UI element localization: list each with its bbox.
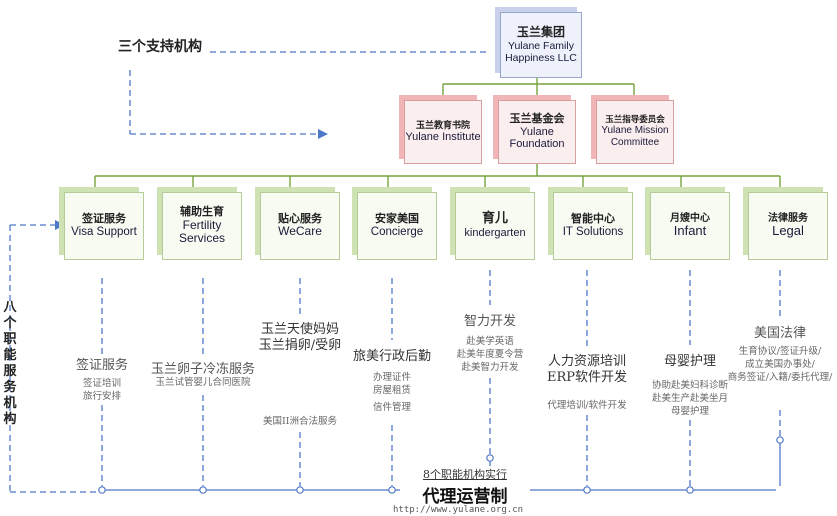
legal-detail-sub: 生育协议/签证升级/ 成立美国办事处/ 商务签证/入籍/委托代理/ [727, 346, 833, 383]
it-detail-title: 人力资源培训 ERP软件开发 [546, 354, 628, 385]
legal-detail-title: 美国法律 [753, 326, 806, 341]
node-concierge: 安家美国 Concierge [357, 192, 437, 260]
node-label-en: Infant [673, 223, 707, 239]
node-infant: 月嫂中心 Infant [650, 192, 730, 260]
node-label-zh: 玉兰基金会 [509, 112, 565, 126]
node-label-zh: 月嫂中心 [670, 212, 710, 224]
node-yulane-institute: 玉兰教育书院 Yulane Institute [404, 100, 482, 164]
node-label-zh: 安家美国 [375, 212, 419, 226]
visa-detail-title: 签证服务 [75, 358, 128, 373]
kindergarten-detail-title: 智力开发 [463, 314, 516, 329]
node-label-zh: 贴心服务 [278, 211, 322, 225]
node-label-en: Yulane Institute [405, 130, 481, 143]
node-it-solutions: 智能中心 IT Solutions [553, 192, 633, 260]
node-label-en: Legal [772, 223, 804, 239]
node-label-zh: 育儿 [481, 211, 508, 227]
it-detail-sub: 代理培训/软件开发 [547, 400, 627, 411]
node-label-en: Concierge [370, 225, 424, 238]
node-label-en: Fertility Services [178, 217, 225, 246]
node-legal: 法律服务 Legal [748, 192, 828, 260]
service-units-label: 八个职能服务机构 [3, 300, 17, 427]
concierge-detail-sub: 办理证件 房屋租赁 信件管理 [372, 372, 411, 413]
fertility-detail-title: 玉兰卵子冷冻服务 [150, 362, 255, 377]
node-label-zh: 签证服务 [82, 212, 126, 226]
node-yulane-foundation: 玉兰基金会 Yulane Foundation [498, 100, 576, 164]
node-label-en: Yulane Foundation [509, 125, 565, 151]
node-yulane-group: 玉兰集团 Yulane Family Happiness LLC [500, 12, 582, 78]
bottom-title: 代理运营制 [400, 482, 530, 507]
infant-detail-sub: 协助赴美妇科诊断 赴美生产赴美坐月 母婴护理 [651, 380, 728, 417]
bottom-caption: 8个职能机构实行 [423, 468, 507, 481]
node-label-zh: 玉兰教育书院 [415, 120, 470, 131]
website-url: http://www.yulane.org.cn [393, 505, 524, 515]
node-wecare: 贴心服务 WeCare [260, 192, 340, 260]
concierge-detail-title: 旅美行政后勤 [352, 349, 431, 364]
node-visa-support: 签证服务 Visa Support [64, 192, 144, 260]
node-label-en: kindergarten [464, 227, 526, 240]
node-fertility-services: 辅助生育 Fertility Services [162, 192, 242, 260]
node-yulane-mission-committee: 玉兰指导委员会 Yulane Mission Committee [596, 100, 674, 164]
node-label-zh: 玉兰集团 [516, 25, 565, 40]
node-label-en: IT Solutions [562, 225, 624, 238]
infant-detail-title: 母婴护理 [663, 354, 716, 369]
node-kindergarten: 育儿 kindergarten [455, 192, 535, 260]
wecare-detail-sub: 美国II洲合法服务 [262, 416, 337, 427]
node-label-zh: 辅助生育 [180, 204, 224, 218]
fertility-detail-sub: 玉兰试管婴儿合同医院 [155, 377, 251, 388]
kindergarten-detail-sub: 赴美学英语 赴美年度夏令营 赴美智力开发 [456, 336, 524, 373]
node-label-zh: 玉兰指导委员会 [605, 114, 665, 125]
node-label-en: Yulane Family Happiness LLC [505, 39, 577, 64]
wecare-detail-title: 玉兰天使妈妈 玉兰捐卵/受卵 [258, 322, 342, 353]
node-label-en: Visa Support [71, 225, 137, 238]
arrow-head-support [318, 129, 328, 139]
visa-detail-sub: 签证培训 旅行安排 [82, 378, 121, 402]
node-label-zh: 法律服务 [768, 212, 808, 224]
node-label-zh: 智能中心 [571, 212, 615, 226]
node-label-en: Yulane Mission Committee [601, 125, 669, 148]
support-units-label: 三个支持机构 [118, 39, 202, 55]
node-label-en: WeCare [278, 224, 322, 239]
arrow-head-services [55, 220, 65, 230]
